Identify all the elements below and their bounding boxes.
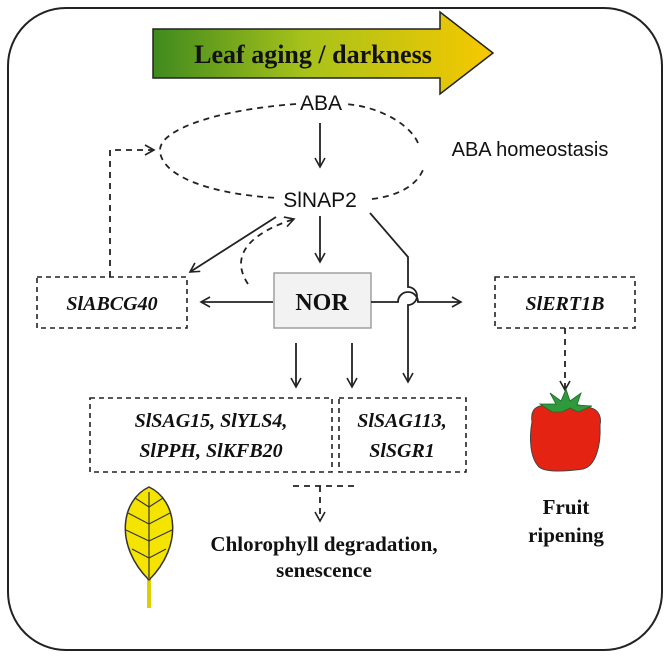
slnap2-label: SlNAP2 [283, 189, 357, 212]
chlorophyll-line1: Chlorophyll degradation, [210, 532, 437, 556]
slabcg40-label: SlABCG40 [66, 293, 157, 315]
fruit-line2: ripening [528, 523, 604, 547]
group1-box [89, 397, 333, 473]
leaf-icon [124, 486, 174, 608]
group1-line2: SlPPH, SlKFB20 [139, 440, 282, 462]
arrow-nor-to-slert1b [371, 291, 463, 308]
arrow-groups-to-chlorophyll [293, 485, 355, 521]
slert1b-label: SlERT1B [526, 293, 605, 315]
aba-homeostasis-label: ABA homeostasis [452, 139, 609, 161]
group2-line1: SlSAG113, [357, 410, 446, 432]
arrow-slnap2-to-group2 [369, 212, 418, 384]
group2-line2: SlSGR1 [369, 440, 435, 462]
aba-label: ABA [300, 92, 342, 115]
nor-label: NOR [295, 290, 349, 316]
arrow-slabcg40-to-aba-loop [109, 144, 156, 277]
banner-label: Leaf aging / darkness [194, 40, 432, 69]
group1-line1: SlSAG15, SlYLS4, [135, 410, 288, 432]
fruit-line1: Fruit [543, 495, 590, 519]
nor-box [273, 272, 372, 329]
arrow-slnap2-to-slabcg40 [188, 216, 277, 273]
chlorophyll-line2: senescence [276, 558, 372, 582]
tomato-icon [530, 387, 601, 472]
outer-frame [7, 7, 663, 651]
homeostasis-loop-left [159, 103, 297, 199]
group2-box [338, 397, 467, 473]
arrow-nor-to-slnap2 [240, 216, 296, 285]
homeostasis-loop-lower-right [371, 169, 424, 200]
slabcg40-box [36, 276, 188, 329]
banner-arrow: Leaf aging / darkness [152, 10, 495, 96]
homeostasis-loop-upper-right [344, 103, 419, 144]
